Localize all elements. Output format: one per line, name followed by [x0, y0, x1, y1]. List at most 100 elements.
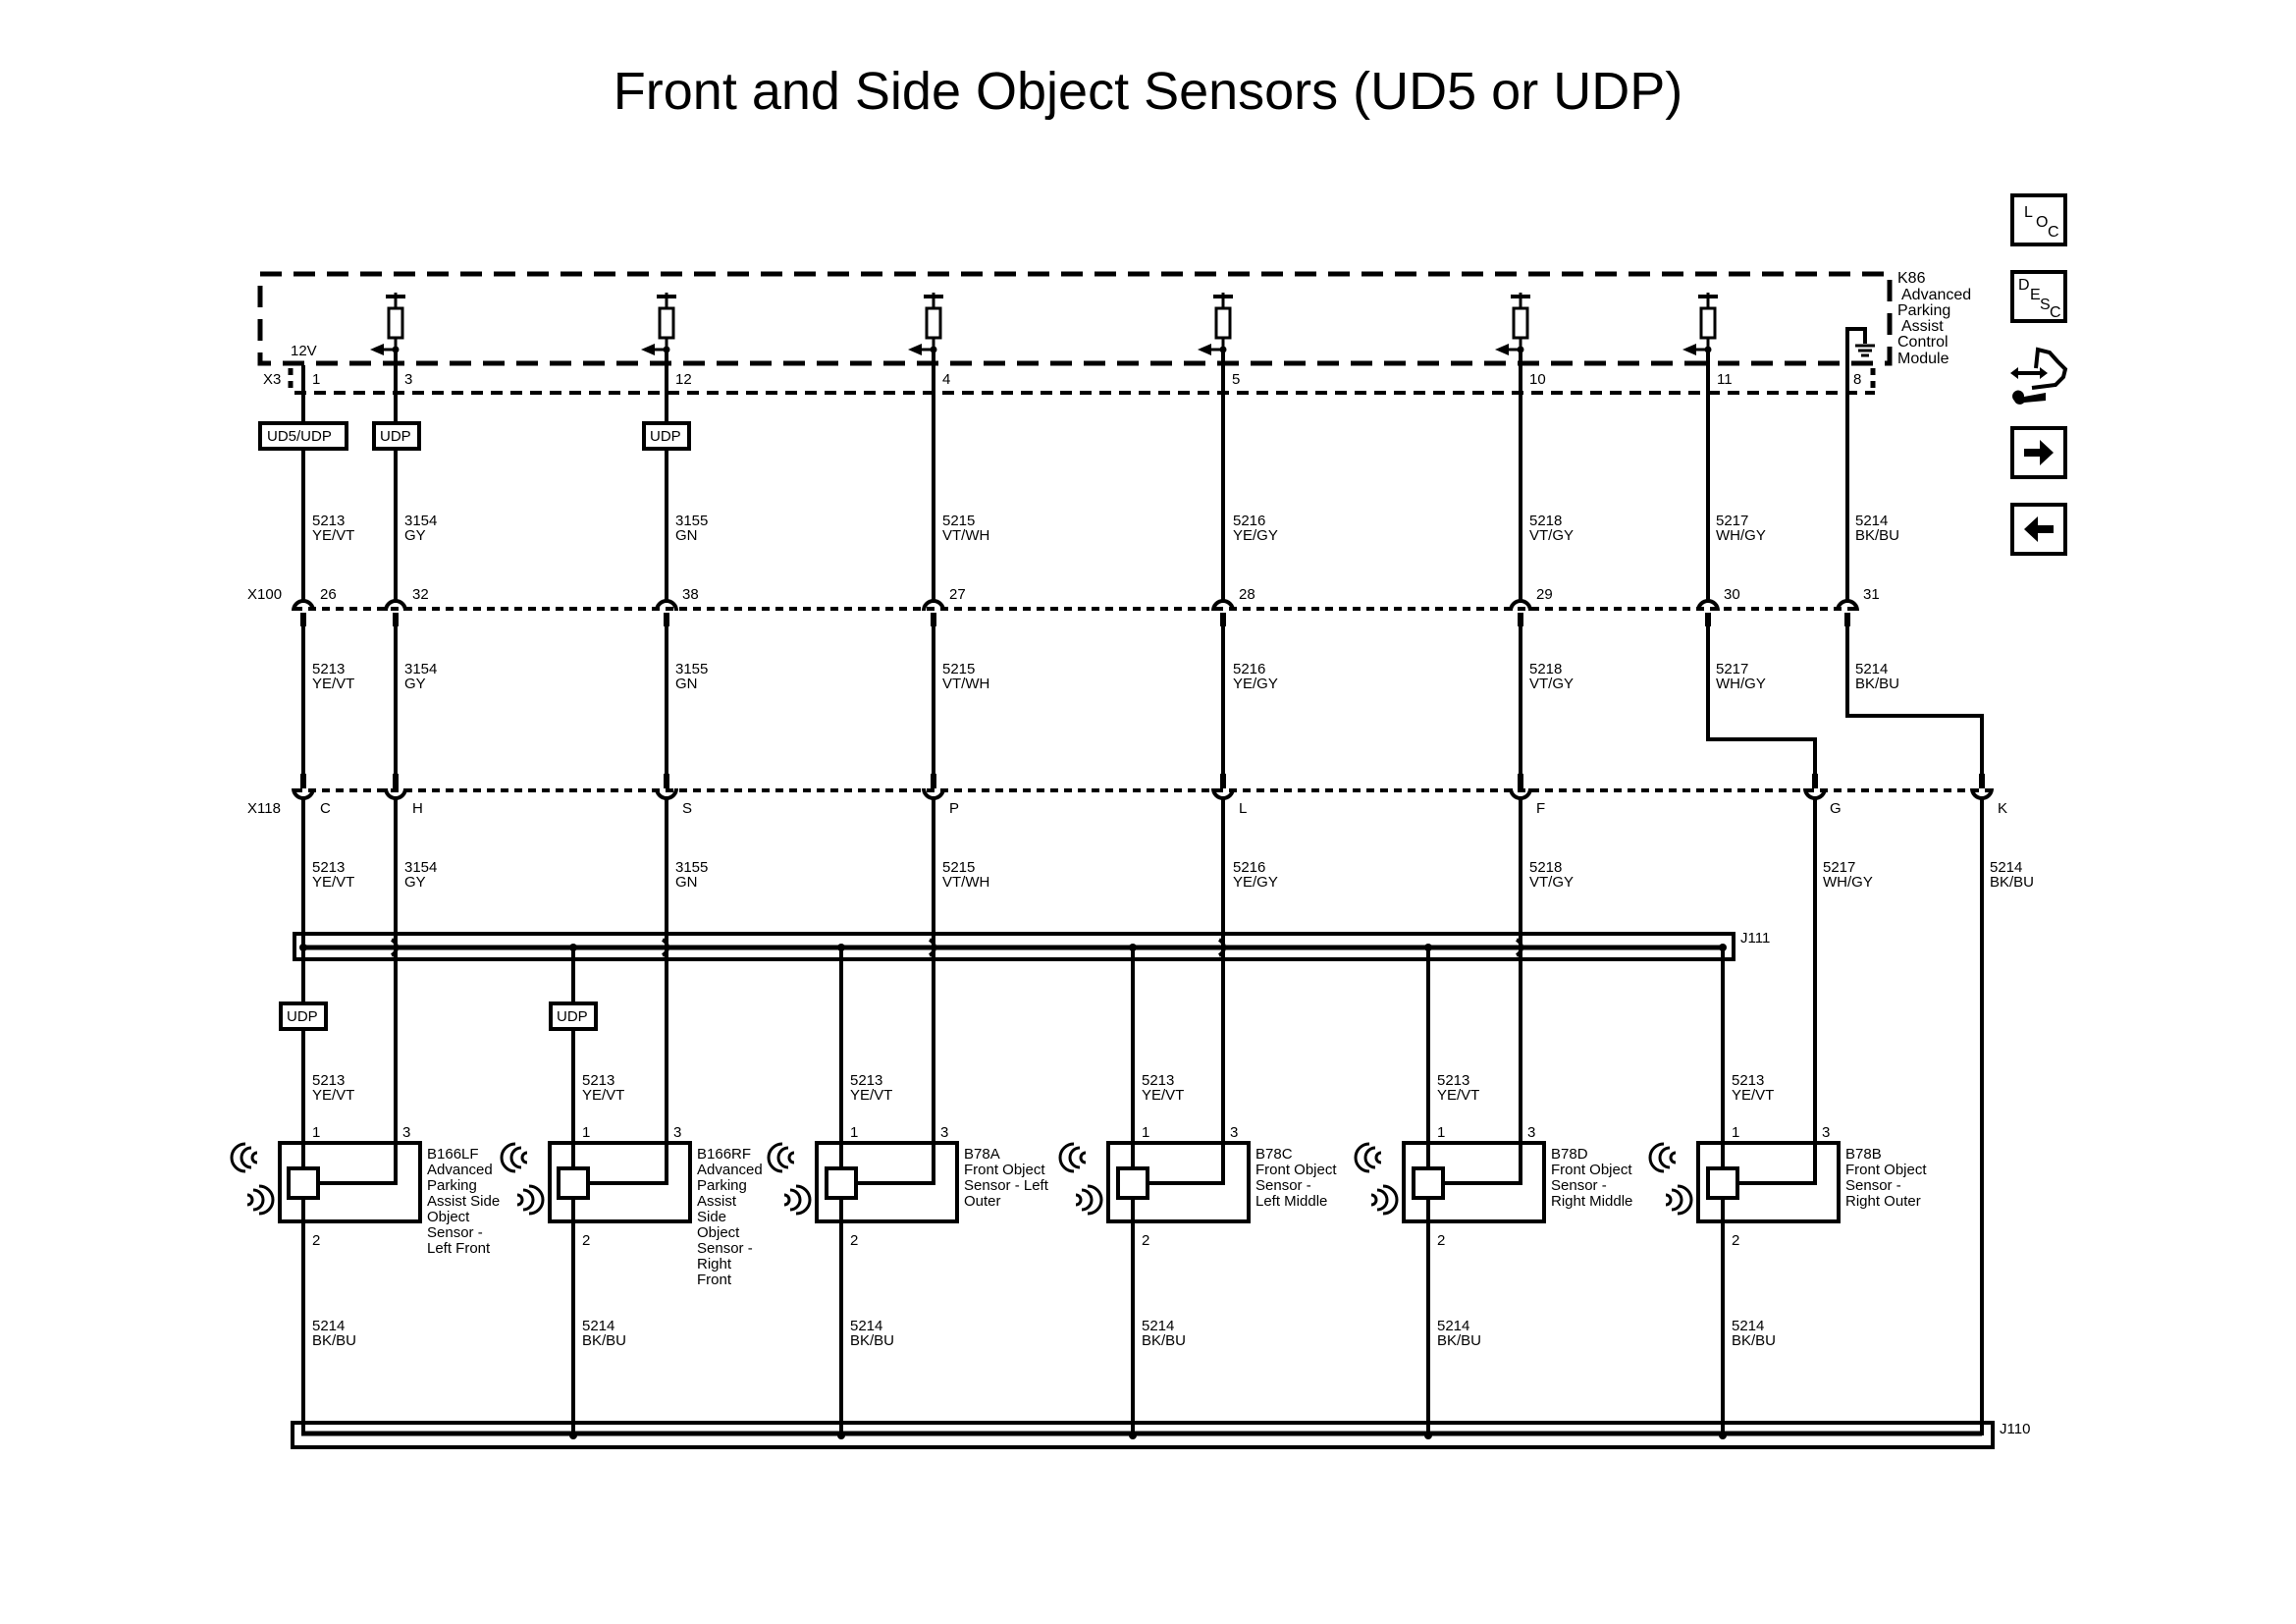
svg-text:2: 2 — [312, 1232, 320, 1249]
svg-text:Left Front: Left Front — [427, 1240, 491, 1257]
svg-text:5213: 5213 — [1732, 1072, 1764, 1089]
svg-text:Front Object: Front Object — [964, 1162, 1045, 1178]
svg-text:2: 2 — [582, 1232, 590, 1249]
svg-text:10: 10 — [1529, 371, 1546, 388]
connector-x3: X3 12V 1 3 12 4 5 10 11 8 — [263, 343, 1876, 395]
svg-text:Parking: Parking — [697, 1177, 747, 1194]
svg-text:12V: 12V — [291, 343, 317, 359]
module-k86-label: K86 Advanced Parking Assist Control Modu… — [1897, 270, 1971, 367]
svg-text:GY: GY — [404, 527, 426, 544]
svg-text:Outer: Outer — [964, 1193, 1001, 1210]
sensor-b166lf: 1 3 2 B166LF Advanced Parking Assist Sid… — [230, 1124, 500, 1257]
svg-text:VT/WH: VT/WH — [942, 527, 989, 544]
svg-text:Assist: Assist — [1901, 318, 1944, 335]
svg-text:Advanced: Advanced — [427, 1162, 493, 1178]
loc-icon: L O C — [2024, 204, 2059, 241]
svg-text:P: P — [949, 800, 959, 817]
svg-text:29: 29 — [1536, 586, 1553, 603]
svg-text:BK/BU: BK/BU — [1855, 676, 1899, 692]
svg-text:B78D: B78D — [1551, 1146, 1588, 1163]
svg-text:5217: 5217 — [1823, 859, 1855, 876]
arrow-left-icon — [2024, 516, 2054, 542]
pullup-symbols — [368, 291, 1720, 357]
svg-text:YE/VT: YE/VT — [1142, 1087, 1184, 1104]
svg-text:Front Object: Front Object — [1551, 1162, 1632, 1178]
svg-text:5215: 5215 — [942, 661, 975, 677]
svg-text:B166RF: B166RF — [697, 1146, 751, 1163]
svg-text:BK/BU: BK/BU — [582, 1332, 626, 1349]
svg-text:B78B: B78B — [1845, 1146, 1882, 1163]
svg-text:BK/BU: BK/BU — [312, 1332, 356, 1349]
svg-text:S: S — [682, 800, 692, 817]
svg-text:X3: X3 — [263, 371, 281, 388]
svg-text:5216: 5216 — [1233, 661, 1265, 677]
ground-icon — [1845, 327, 1875, 412]
previous-page-button[interactable] — [2010, 503, 2067, 556]
svg-text:YE/VT: YE/VT — [850, 1087, 892, 1104]
svg-text:27: 27 — [949, 586, 966, 603]
svg-text:G: G — [1830, 800, 1842, 817]
svg-text:Sensor -: Sensor - — [427, 1224, 483, 1241]
svg-text:5215: 5215 — [942, 513, 975, 529]
svg-text:2: 2 — [1437, 1232, 1445, 1249]
svg-text:3: 3 — [940, 1124, 948, 1141]
svg-text:BK/BU: BK/BU — [1732, 1332, 1776, 1349]
svg-text:YE/VT: YE/VT — [312, 676, 354, 692]
page-title: Front and Side Object Sensors (UD5 or UD… — [613, 62, 1683, 121]
svg-text:31: 31 — [1863, 586, 1880, 603]
svg-text:F: F — [1536, 800, 1545, 817]
svg-text:WH/GY: WH/GY — [1716, 676, 1766, 692]
svg-text:Assist Side: Assist Side — [427, 1193, 500, 1210]
sensor-b78d: 1 3 2 B78D Front Object Sensor - Right M… — [1354, 1124, 1632, 1249]
svg-text:3: 3 — [1527, 1124, 1535, 1141]
svg-text:1: 1 — [1732, 1124, 1739, 1141]
svg-text:Advanced: Advanced — [1901, 287, 1971, 303]
svg-text:2: 2 — [1732, 1232, 1739, 1249]
svg-text:X100: X100 — [247, 586, 282, 603]
svg-text:VT/GY: VT/GY — [1529, 676, 1574, 692]
svg-text:Sensor -: Sensor - — [1551, 1177, 1607, 1194]
svg-text:Assist: Assist — [697, 1193, 737, 1210]
svg-text:YE/VT: YE/VT — [312, 874, 354, 891]
svg-text:VT/GY: VT/GY — [1529, 874, 1574, 891]
svg-text:5216: 5216 — [1233, 859, 1265, 876]
svg-text:Advanced: Advanced — [697, 1162, 763, 1178]
option-box-udp: UDP — [372, 421, 421, 451]
svg-text:1: 1 — [582, 1124, 590, 1141]
connector-x118: X118 C H S P L F G K — [247, 774, 2007, 817]
svg-text:GY: GY — [404, 676, 426, 692]
svg-text:Object: Object — [697, 1224, 740, 1241]
svg-text:YE/GY: YE/GY — [1233, 874, 1278, 891]
svg-text:Front: Front — [697, 1272, 732, 1288]
svg-text:Module: Module — [1897, 351, 1949, 367]
svg-text:1: 1 — [312, 371, 320, 388]
sensor-b78a: 1 3 2 B78A Front Object Sensor - Left Ou… — [767, 1124, 1049, 1249]
sensor-b78b: 1 3 2 B78B Front Object Sensor - Right O… — [1648, 1124, 1927, 1249]
svg-text:2: 2 — [1142, 1232, 1149, 1249]
svg-text:5214: 5214 — [1142, 1318, 1174, 1334]
svg-text:Object: Object — [427, 1209, 470, 1225]
next-page-button[interactable] — [2010, 426, 2067, 479]
svg-text:5214: 5214 — [1855, 661, 1888, 677]
desc-button[interactable]: D E S C — [2010, 270, 2067, 323]
svg-text:YE/VT: YE/VT — [312, 1087, 354, 1104]
svg-text:UDP: UDP — [557, 1008, 588, 1025]
svg-text:UDP: UDP — [650, 428, 681, 445]
svg-text:J111: J111 — [1740, 930, 1770, 947]
connector-wrench-button[interactable] — [2006, 344, 2075, 414]
svg-text:BK/BU: BK/BU — [1437, 1332, 1481, 1349]
svg-text:L: L — [2024, 204, 2033, 221]
loc-button[interactable]: L O C — [2010, 193, 2067, 246]
svg-text:5213: 5213 — [1142, 1072, 1174, 1089]
svg-text:B78C: B78C — [1255, 1146, 1293, 1163]
svg-text:5214: 5214 — [312, 1318, 345, 1334]
svg-text:BK/BU: BK/BU — [850, 1332, 894, 1349]
svg-text:VT/WH: VT/WH — [942, 676, 989, 692]
svg-text:YE/VT: YE/VT — [1732, 1087, 1774, 1104]
svg-text:Sensor -: Sensor - — [697, 1240, 753, 1257]
svg-text:30: 30 — [1724, 586, 1740, 603]
option-box-udp: UDP — [549, 1001, 598, 1031]
svg-text:Sensor -: Sensor - — [1255, 1177, 1311, 1194]
svg-text:X118: X118 — [247, 800, 281, 817]
